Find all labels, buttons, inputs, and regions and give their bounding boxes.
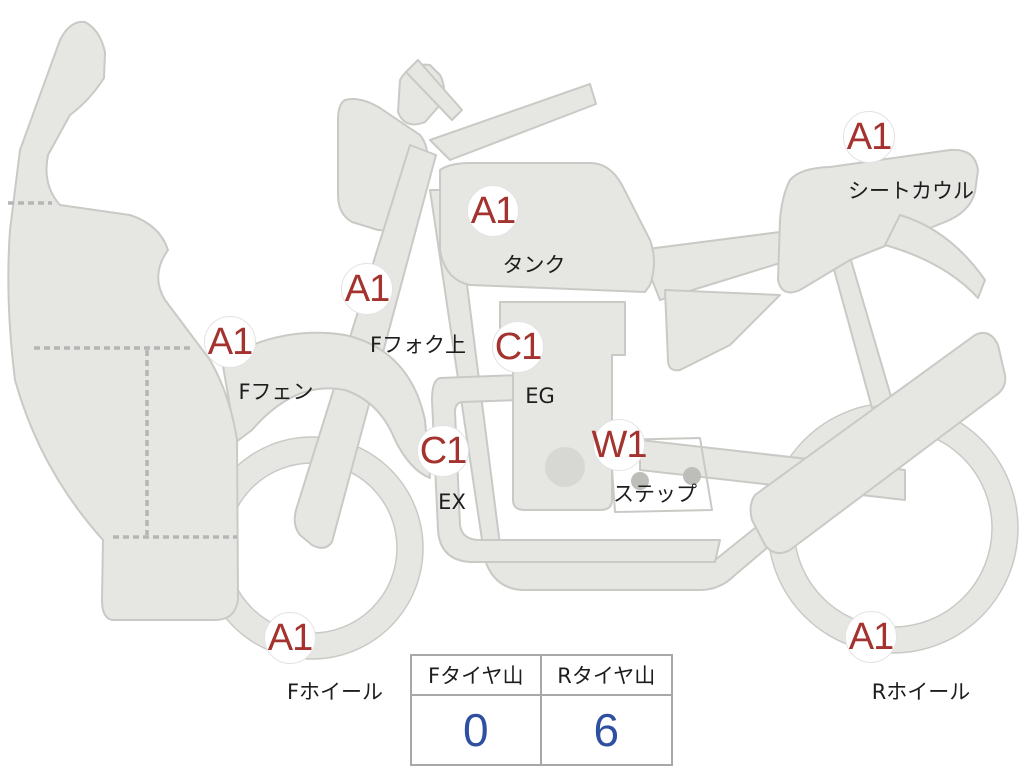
front-fairing [7,20,239,621]
part-label-seat: シートカウル [848,179,974,203]
frame-backbone [429,83,597,161]
rear-tread-header: Rタイヤ山 [541,656,671,696]
part-label-exhaust: EX [438,490,466,514]
handlebar [405,59,463,121]
front-tread-value: 0 [412,696,542,764]
exhaust-pipe [431,374,721,563]
part-label-front-fender: Fフェン [238,380,314,404]
part-label-tank: タンク [502,253,566,277]
rear-frame [639,231,791,301]
grade-badge-engine[interactable]: C1 [492,321,544,373]
grade-badge-rear-wheel[interactable]: A1 [845,611,897,663]
grade-badge-step[interactable]: W1 [592,419,648,471]
engine-cover [545,447,585,487]
grade-badge-exhaust[interactable]: C1 [417,425,469,477]
rear-fender [884,214,986,299]
front-fender [221,331,431,479]
part-label-engine: EG [525,384,555,408]
grade-badge-front-fork[interactable]: A1 [341,263,393,315]
grade-badge-front-fender[interactable]: A1 [204,316,256,368]
muffler [749,332,1007,555]
rear-shock [829,249,893,409]
grade-badge-tank[interactable]: A1 [467,185,519,237]
part-label-front-fork: Fフォク上 [369,333,467,357]
step-bracket [609,437,713,513]
part-label-step: ステップ [613,482,697,506]
tire-tread-table: Fタイヤ山 Rタイヤ山 0 6 [410,654,673,766]
part-label-rear-wheel: Rホイール [871,680,971,704]
step-peg-a [631,472,649,490]
rear-tread-value: 6 [593,704,620,756]
part-label-front-wheel: Fホイール [286,680,384,704]
grade-badge-front-wheel[interactable]: A1 [264,612,316,664]
front-tread-header: Fタイヤ山 [412,656,542,696]
grade-badge-seat[interactable]: A1 [843,111,895,163]
side-cover [664,289,781,372]
step-peg-b [683,467,701,485]
seat-cowl [777,148,979,294]
